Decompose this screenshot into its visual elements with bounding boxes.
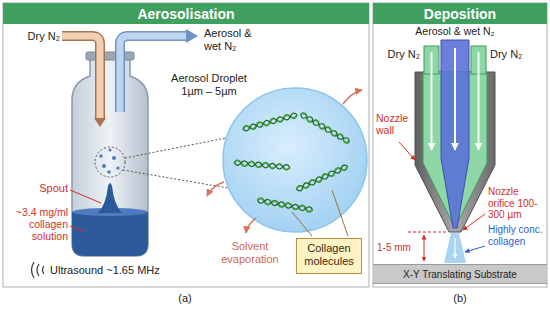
collagen-molecule bbox=[300, 112, 351, 144]
collagen-molecule bbox=[296, 164, 349, 192]
dimension-line bbox=[408, 232, 447, 261]
callout-text: Collagen molecules bbox=[300, 242, 358, 267]
mist-droplets bbox=[102, 164, 106, 168]
leader-line bbox=[70, 190, 101, 232]
part-label: Nozzle wall bbox=[376, 112, 414, 136]
mist-droplets bbox=[107, 170, 111, 174]
panel-frame bbox=[3, 3, 547, 287]
dimension-line bbox=[424, 235, 425, 261]
leader-line bbox=[332, 190, 348, 236]
dry-gas-tube bbox=[94, 118, 106, 127]
mist-droplets bbox=[112, 156, 116, 160]
part-label: Ultrasound ~1.65 MHz bbox=[50, 264, 200, 277]
header-band: Deposition bbox=[373, 3, 547, 24]
aerosol-droplet bbox=[223, 88, 367, 232]
ultrasound-waves bbox=[37, 264, 39, 276]
flow-arrow bbox=[454, 48, 456, 150]
leader-line bbox=[399, 142, 415, 160]
flow-arrow bbox=[432, 48, 479, 150]
nebuliser-bottle bbox=[86, 52, 134, 60]
aerosol-droplet bbox=[223, 88, 367, 232]
collagen-molecule bbox=[257, 198, 313, 213]
gas-label: Dry N₂ bbox=[14, 30, 60, 43]
ultrasound-waves bbox=[32, 262, 45, 278]
mist-droplets bbox=[99, 149, 119, 174]
leader-line bbox=[465, 246, 485, 252]
dimension-label: 1-5 mm bbox=[377, 242, 417, 254]
dry-gas-tube bbox=[62, 36, 100, 118]
zoom-lines bbox=[125, 138, 226, 158]
zoom-lines bbox=[123, 170, 228, 188]
nebuliser-bottle bbox=[70, 212, 150, 258]
gas-label: Dry N₂ bbox=[377, 48, 420, 61]
leader-line bbox=[399, 142, 485, 252]
dry-gas-tube bbox=[62, 36, 106, 127]
leader-line bbox=[292, 190, 348, 236]
aerosol-outlet-tube bbox=[186, 29, 198, 43]
nozzle bbox=[415, 40, 495, 232]
mist-droplets bbox=[116, 166, 119, 169]
gas-label: Aerosol & wet N₂ bbox=[401, 25, 509, 37]
panel-title: Aerosolisation bbox=[137, 6, 234, 22]
gas-label: Dry N₂ bbox=[490, 48, 536, 61]
ultrasound-waves bbox=[32, 262, 35, 278]
collagen-molecule bbox=[242, 112, 297, 131]
aerosol-jet bbox=[444, 233, 466, 263]
flow-arrow bbox=[431, 52, 433, 150]
mist-droplets bbox=[109, 149, 112, 152]
gas-label: Aerosol & wet N₂ bbox=[204, 27, 264, 52]
process-label: Solvent evaporation bbox=[212, 240, 288, 265]
dimension-label: Nozzle orifice 100-300 µm bbox=[488, 186, 545, 221]
substrate-label: X-Y Translating Substrate bbox=[403, 269, 517, 280]
dry-gas-tube bbox=[62, 36, 100, 118]
substrate-bar: X-Y Translating Substrate bbox=[373, 264, 547, 284]
aerosol-outlet-tube bbox=[120, 29, 198, 112]
leader-line bbox=[463, 214, 485, 230]
zoom-lines bbox=[95, 138, 228, 188]
leader-line bbox=[70, 190, 101, 203]
header-band: Aerosolisation bbox=[3, 3, 369, 24]
panel-letter: (a) bbox=[170, 292, 200, 305]
mist-droplets bbox=[99, 154, 102, 157]
leader-line bbox=[292, 212, 312, 236]
collagen-molecule bbox=[234, 112, 351, 212]
flow-arrow bbox=[478, 52, 480, 150]
part-label: Highly conc. collagen bbox=[488, 224, 545, 247]
evaporation-arrow bbox=[207, 182, 224, 196]
evaporation-arrow bbox=[246, 218, 256, 233]
panel-frame bbox=[373, 3, 547, 287]
evaporation-arrow bbox=[343, 90, 362, 104]
panel-letter: (b) bbox=[445, 292, 475, 305]
droplet-label: Aerosol Droplet 1µm – 5µm bbox=[163, 72, 255, 97]
collagen-molecule bbox=[234, 160, 290, 170]
nebuliser-bottle bbox=[70, 208, 150, 258]
leader-line bbox=[70, 226, 86, 232]
callout-box: Collagen molecules bbox=[296, 238, 362, 274]
aerosol-jet bbox=[454, 238, 455, 258]
part-label: Spout bbox=[34, 182, 68, 195]
evaporation-arrow bbox=[207, 90, 362, 233]
aerosol-jet bbox=[444, 233, 466, 263]
part-label: ~3.4 mg/ml collagen solution bbox=[4, 206, 68, 242]
ultrasound-waves bbox=[43, 266, 45, 274]
zoom-lines bbox=[95, 147, 125, 177]
nebuliser-bottle bbox=[98, 183, 122, 213]
nozzle bbox=[441, 40, 469, 228]
panel-frame bbox=[3, 3, 369, 287]
dimension-line bbox=[408, 232, 447, 233]
panel-title: Deposition bbox=[424, 6, 496, 22]
